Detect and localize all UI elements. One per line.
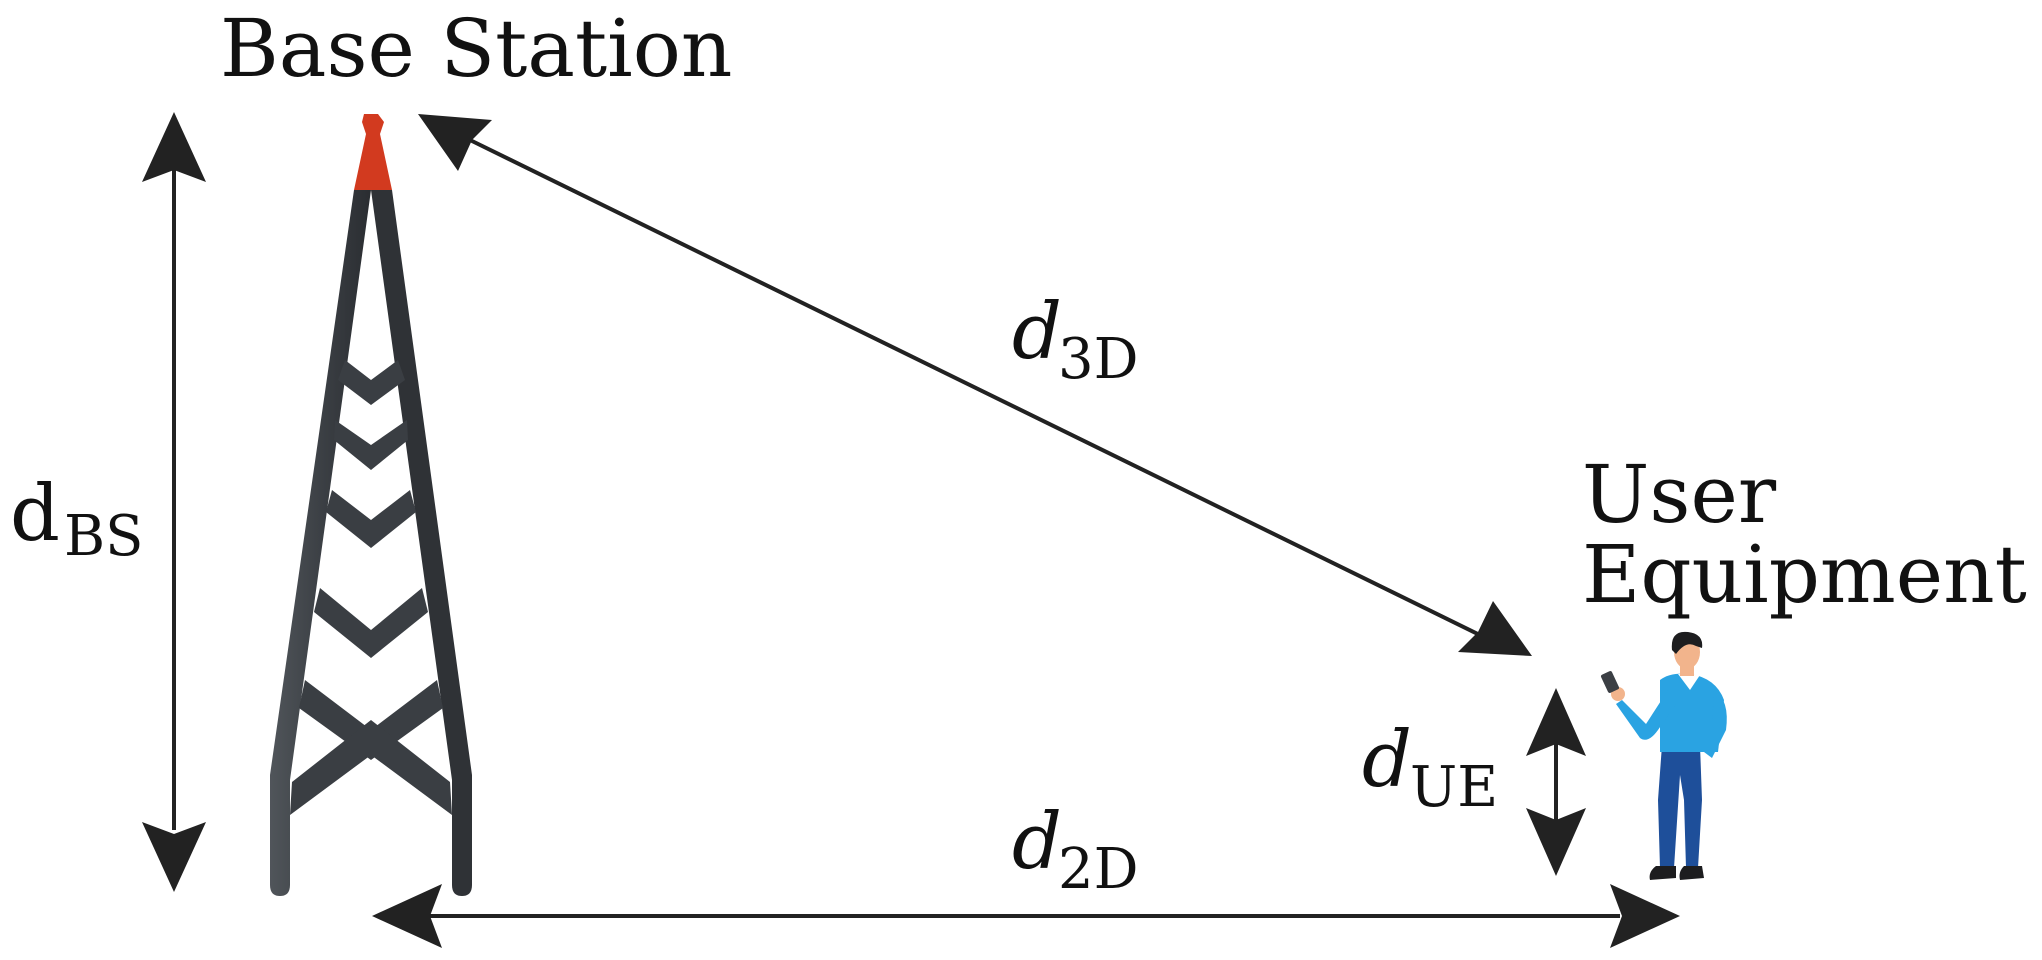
base-station-label: Base Station — [220, 2, 732, 95]
d-3d-subscript: 3D — [1058, 327, 1139, 392]
d-ue-main: d — [1362, 715, 1412, 805]
d-2d-subscript: 2D — [1058, 837, 1139, 902]
d-ue-label: d UE — [1362, 715, 1498, 820]
d-2d-label: d 2D — [1012, 797, 1139, 902]
cell-tower-icon — [270, 114, 472, 896]
d-2d-main: d — [1012, 797, 1062, 887]
d-3d-diagonal-arrow — [418, 114, 1532, 656]
d-ue-vertical-arrow — [1526, 688, 1586, 876]
person-with-phone-icon — [1600, 631, 1727, 880]
d-bs-vertical-arrow — [142, 112, 206, 892]
d-ue-subscript: UE — [1410, 755, 1498, 820]
user-equipment-label-line1: User — [1582, 448, 1777, 541]
d-bs-label: d BS — [10, 469, 144, 569]
d-bs-subscript: BS — [64, 504, 144, 569]
d-3d-label: d 3D — [1012, 287, 1139, 392]
user-equipment-label-line2: Equipment — [1582, 528, 2027, 621]
d-2d-horizontal-arrow — [372, 884, 1680, 948]
d-bs-main: d — [10, 469, 60, 559]
d-3d-main: d — [1012, 287, 1062, 377]
